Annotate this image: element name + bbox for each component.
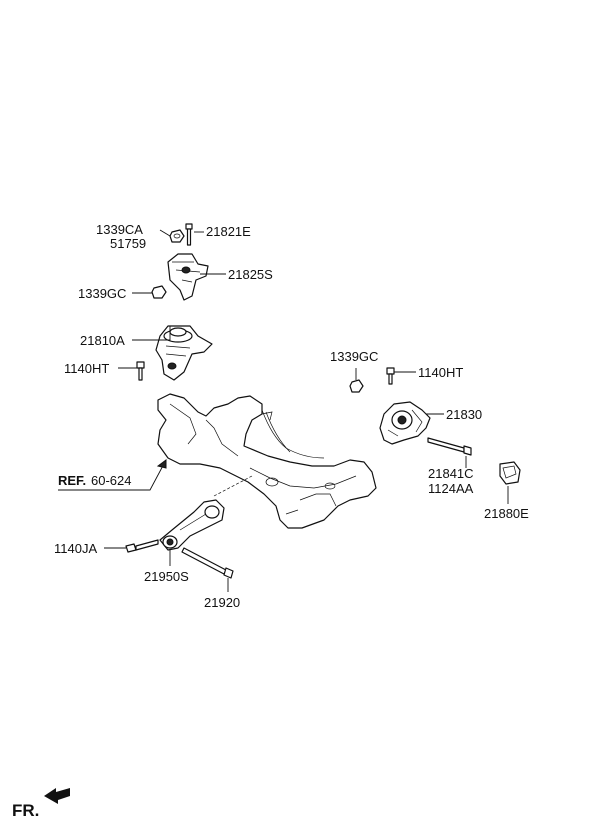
label-1140ja: 1140JA bbox=[54, 541, 97, 556]
ref-leader-arrow bbox=[156, 459, 167, 469]
bolt-21841c[interactable] bbox=[427, 437, 472, 456]
label-ref-number: 60-624 bbox=[91, 473, 131, 488]
label-21821e: 21821E bbox=[206, 224, 251, 239]
front-orientation-indicator: FR. bbox=[12, 788, 70, 820]
front-label: FR. bbox=[12, 801, 39, 820]
label-1124aa: 1124AA bbox=[428, 481, 474, 496]
label-1140ht-left: 1140HT bbox=[64, 361, 109, 376]
roll-stopper-21950s[interactable] bbox=[159, 499, 225, 551]
engine-mount-21810a[interactable] bbox=[155, 325, 213, 381]
label-ref-prefix: REF. bbox=[58, 473, 86, 488]
bolt-1140ja[interactable] bbox=[125, 539, 159, 553]
label-1339gc-left: 1339GC bbox=[78, 286, 126, 301]
roll-stopper-assembly bbox=[104, 475, 253, 592]
label-1339gc-right: 1339GC bbox=[330, 349, 378, 364]
nut-1339ca[interactable] bbox=[169, 229, 185, 243]
pad-21880e[interactable] bbox=[499, 461, 521, 485]
left-engine-mount-assembly bbox=[118, 223, 226, 381]
front-direction-arrow-icon bbox=[44, 788, 70, 804]
label-21830: 21830 bbox=[446, 407, 482, 422]
ref-leader-line bbox=[58, 459, 167, 491]
bracket-21825s[interactable] bbox=[167, 253, 209, 301]
nut-1339gc-left[interactable] bbox=[151, 285, 167, 299]
bolt-1140ht-left[interactable] bbox=[136, 361, 145, 381]
right-mount-assembly bbox=[349, 367, 521, 504]
part-labels: 1339CA 51759 21821E 21825S 1339GC 21810A… bbox=[54, 222, 529, 610]
label-1339ca: 1339CA bbox=[96, 222, 143, 237]
label-21841c: 21841C bbox=[428, 466, 474, 481]
bolt-21920[interactable] bbox=[181, 547, 234, 579]
label-51759: 51759 bbox=[110, 236, 146, 251]
subframe-crossmember[interactable] bbox=[157, 393, 377, 529]
bolt-21821e[interactable] bbox=[185, 223, 193, 246]
label-21810a: 21810A bbox=[80, 333, 125, 348]
label-1140ht-right: 1140HT bbox=[418, 365, 463, 380]
label-21920: 21920 bbox=[204, 595, 240, 610]
transmission-mount-21830[interactable] bbox=[379, 401, 431, 445]
label-21950s: 21950S bbox=[144, 569, 189, 584]
label-21825s: 21825S bbox=[228, 267, 273, 282]
bolt-1140ht-right[interactable] bbox=[386, 367, 395, 385]
nut-1339gc-right[interactable] bbox=[349, 379, 364, 393]
label-21880e: 21880E bbox=[484, 506, 529, 521]
